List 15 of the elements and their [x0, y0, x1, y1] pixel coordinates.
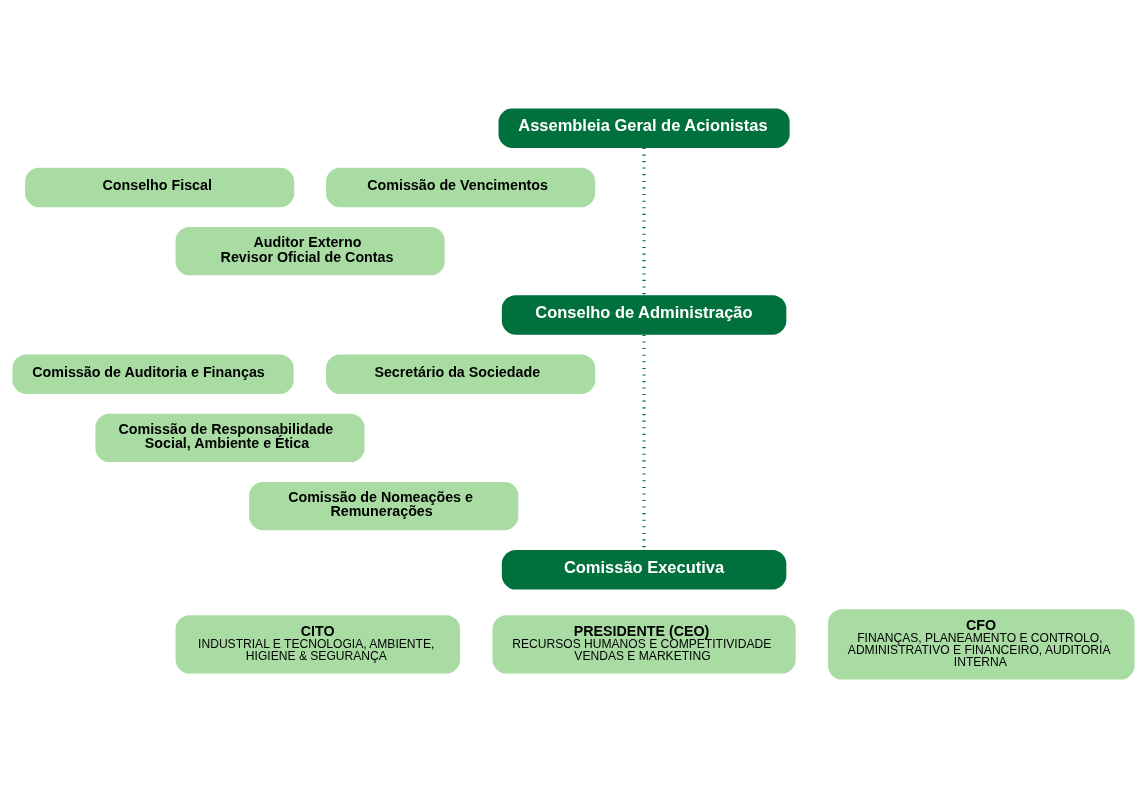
- node-box: Secretário da Sociedade: [326, 353, 596, 394]
- node-box: CITO INDUSTRIAL E TECNOLOGIA, AMBIENTE, HIGIENE & SEGURANÇA: [175, 614, 461, 674]
- connector: [642, 147, 646, 295]
- node-box: CFO FINANÇAS, PLANEAMENTO E CONTROLO, ADMINISTRATIVO E FINANCEIRO, AUDITORIA INTERNA: [828, 608, 1135, 680]
- node-box: PRESIDENTE (CEO) RECURSOS HUMANOS E COMPETITIVIDADE VENDAS E MARKETING: [492, 614, 796, 674]
- node-box: Comissão de Responsabilidade Social, Ambiente e Ética: [95, 413, 365, 462]
- connector: [642, 334, 646, 550]
- node-box: Assembleia Geral de Acionistas: [498, 107, 790, 148]
- node-box: Comissão Executiva: [501, 549, 787, 590]
- node-box: Conselho de Administração: [501, 294, 787, 335]
- node-box: Comissão de Auditoria e Finanças: [12, 353, 294, 394]
- node-box: Conselho Fiscal: [25, 167, 295, 207]
- node-box: Comissão de Nomeações e Remunerações: [249, 481, 519, 530]
- node-box: Comissão de Vencimentos: [326, 167, 596, 207]
- node-box: Auditor Externo Revisor Oficial de Contas: [175, 226, 445, 275]
